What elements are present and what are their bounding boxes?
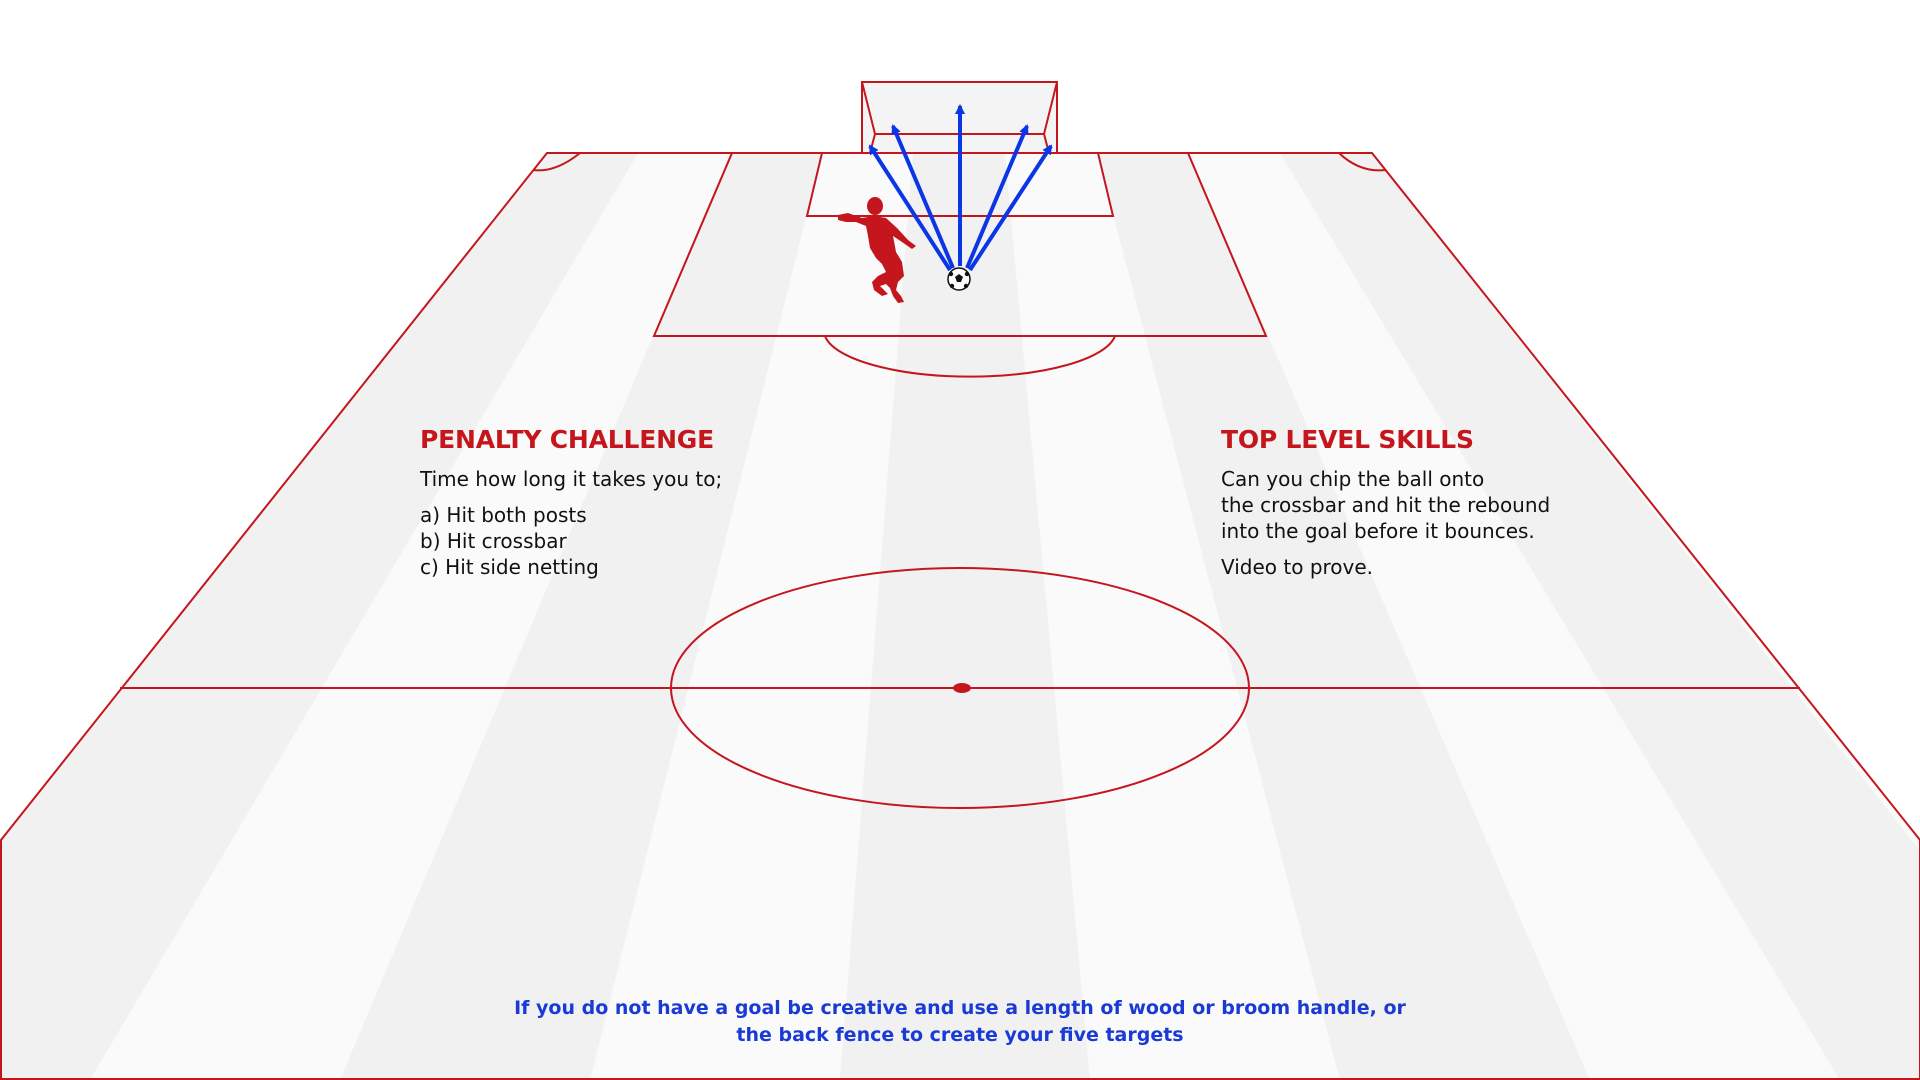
arrow-up-icon — [891, 124, 955, 269]
pitch-stripe — [1097, 153, 1590, 1080]
panel-title: TOP LEVEL SKILLS — [1221, 425, 1474, 454]
arrow-up-icon — [965, 124, 1029, 269]
corner-arc-left — [532, 152, 581, 172]
panel-body: Can you chip the ball onto the crossbar … — [1221, 466, 1581, 544]
body-line: Can you chip the ball onto — [1221, 467, 1485, 491]
player-silhouette-icon — [838, 197, 916, 303]
corner-arc-right — [1338, 152, 1387, 172]
pitch-stripe — [1280, 153, 1920, 1080]
penalty-arc — [824, 335, 1116, 378]
note-line: the back fence to create your five targe… — [736, 1024, 1184, 1046]
football-icon — [947, 267, 971, 291]
goal-inner-right — [1043, 81, 1058, 135]
centre-circle — [670, 567, 1250, 809]
target-arrows — [868, 104, 1053, 272]
pitch-stripe — [0, 153, 638, 1080]
challenge-list: a) Hit both posts b) Hit crossbar c) Hit… — [420, 502, 760, 580]
panel-intro: Time how long it takes you to; — [420, 467, 723, 491]
top-level-skills-panel: TOP LEVEL SKILLS Can you chip the ball o… — [1221, 424, 1581, 590]
goal-inner-left — [861, 81, 876, 135]
footer-note: If you do not have a goal be creative an… — [460, 995, 1460, 1049]
pitch-outline — [0, 152, 1920, 1080]
centre-spot — [953, 683, 971, 693]
list-item: a) Hit both posts — [420, 503, 587, 527]
pitch-stripe — [840, 153, 1090, 1080]
penalty-challenge-panel: PENALTY CHALLENGE Time how long it takes… — [420, 424, 760, 580]
note-line: If you do not have a goal be creative an… — [514, 997, 1406, 1019]
list-item: b) Hit crossbar — [420, 529, 567, 553]
panel-footer: Video to prove. — [1221, 555, 1374, 579]
panel-title: PENALTY CHALLENGE — [420, 425, 714, 454]
body-line: into the goal before it bounces. — [1221, 519, 1535, 543]
arrow-up-icon — [968, 144, 1053, 272]
body-line: the crossbar and hit the rebound — [1221, 493, 1551, 517]
arrow-up-icon — [868, 144, 952, 272]
list-item: c) Hit side netting — [420, 555, 599, 579]
pitch-stripe — [340, 153, 822, 1080]
